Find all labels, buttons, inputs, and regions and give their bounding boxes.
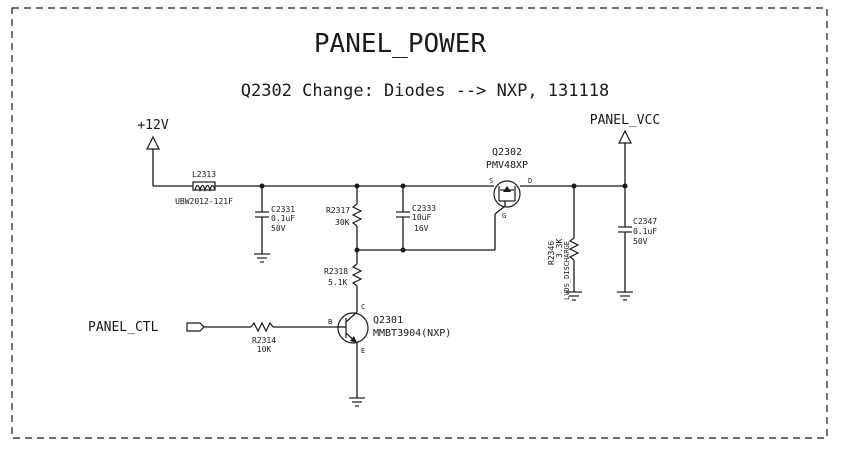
- q2301-value: MMBT3904(NXP): [373, 328, 451, 339]
- c2333-value: 10uF: [412, 213, 431, 222]
- r2314-value: 10K: [257, 345, 272, 354]
- l2313-value: UBW2012-121F: [175, 197, 233, 206]
- r2314-ref: R2314: [252, 336, 276, 345]
- r2317-ref: R2317: [326, 206, 350, 215]
- c2347-ref: C2347: [633, 217, 657, 226]
- power-output-panel-vcc: PANEL_VCC: [590, 113, 660, 186]
- junction-gate-c2333: [400, 247, 406, 253]
- capacitor-c2333: C2333 10uF 16V: [396, 186, 436, 250]
- capacitor-c2347: C2347 0.1uF 50V: [617, 186, 657, 301]
- r2346-ref: R2346: [547, 241, 556, 265]
- resistor-r2314: R2314 10K: [250, 321, 338, 354]
- sheet-border: [11, 7, 828, 439]
- q2302-value: PMV48XP: [486, 160, 528, 171]
- c2331-voltage: 50V: [271, 224, 286, 233]
- resistor-r2346: R2346 3.3K LVDS_DISCHARGE: [547, 186, 582, 301]
- page-title: PANEL_POWER: [314, 29, 487, 59]
- net-label-panel-vcc: PANEL_VCC: [590, 113, 660, 128]
- transistor-q2301: Q2301 MMBT3904(NXP) B C E: [328, 303, 451, 407]
- c2333-voltage: 16V: [414, 224, 429, 233]
- q2302-ref: Q2302: [492, 147, 522, 158]
- change-note: Q2302 Change: Diodes --> NXP, 131118: [241, 81, 609, 101]
- q2301-pin-b: B: [328, 318, 332, 326]
- q2302-pin-s: S: [489, 177, 493, 185]
- l2313-ref: L2313: [192, 170, 216, 179]
- c2347-value: 0.1uF: [633, 227, 657, 236]
- r2317-value: 30K: [335, 218, 350, 227]
- c2331-ref: C2331: [271, 205, 295, 214]
- r2318-value: 5.1K: [328, 278, 347, 287]
- capacitor-c2331: C2331 0.1uF 50V: [254, 186, 295, 263]
- c2347-voltage: 50V: [633, 237, 648, 246]
- c2331-value: 0.1uF: [271, 214, 295, 223]
- c2333-ref: C2333: [412, 204, 436, 213]
- r2346-label: LVDS_DISCHARGE: [563, 241, 571, 300]
- r2318-ref: R2318: [324, 267, 348, 276]
- q2302-pin-d: D: [528, 177, 532, 185]
- net-label-12v: +12V: [137, 118, 168, 133]
- net-label-panel-ctl: PANEL_CTL: [88, 320, 159, 335]
- panel-ctl-port: PANEL_CTL: [88, 320, 251, 335]
- mosfet-q2302: Q2302 PMV48XP S D G: [486, 147, 532, 220]
- power-input-12v: +12V: [137, 118, 169, 186]
- q2301-pin-c: C: [361, 303, 365, 311]
- resistor-r2317: R2317 30K: [326, 186, 363, 250]
- q2302-pin-g: G: [502, 212, 506, 220]
- inductor-l2313: L2313 UBW2012-121F: [175, 170, 233, 206]
- q2301-ref: Q2301: [373, 315, 403, 326]
- resistor-r2318: R2318 5.1K: [324, 250, 363, 312]
- q2301-pin-e: E: [361, 347, 365, 355]
- r2346-value: 3.3K: [555, 239, 564, 258]
